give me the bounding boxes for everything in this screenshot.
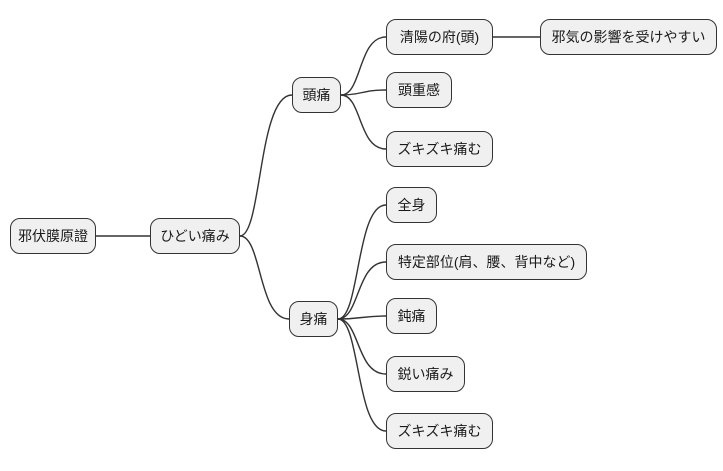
edge-headache-zukizuki1 (340, 94, 387, 150)
node-surudoi: 鋭い痛み (386, 356, 465, 392)
node-pain: ひどい痛み (150, 218, 240, 254)
node-dontsu: 鈍痛 (386, 298, 437, 334)
edge-bodypain-dontsu (337, 315, 387, 320)
node-zenshin: 全身 (386, 187, 437, 223)
node-zukizuki1: ズキズキ痛む (386, 131, 493, 167)
edge-bodypain-tokutei (337, 261, 387, 320)
edge-bodypain-zenshin (337, 204, 387, 320)
node-jaki: 邪気の影響を受けやすい (540, 19, 717, 55)
edge-bodypain-zukizuki2 (337, 318, 387, 432)
node-bodypain: 身痛 (289, 301, 338, 337)
edge-headache-zujukan (340, 89, 387, 96)
node-seiyo: 清陽の府(頭) (386, 19, 493, 55)
edge-bodypain-surudoi (337, 318, 387, 375)
edge-pain-headache (239, 94, 293, 237)
node-root: 邪伏膜原證 (10, 218, 96, 254)
edge-pain-bodypain (239, 235, 290, 320)
node-zukizuki2: ズキズキ痛む (386, 413, 493, 449)
node-zujukan: 頭重感 (386, 72, 452, 108)
node-tokutei: 特定部位(肩、腰、背中など) (386, 244, 587, 280)
edge-headache-seiyo (340, 36, 387, 96)
node-headache: 頭痛 (292, 77, 341, 113)
